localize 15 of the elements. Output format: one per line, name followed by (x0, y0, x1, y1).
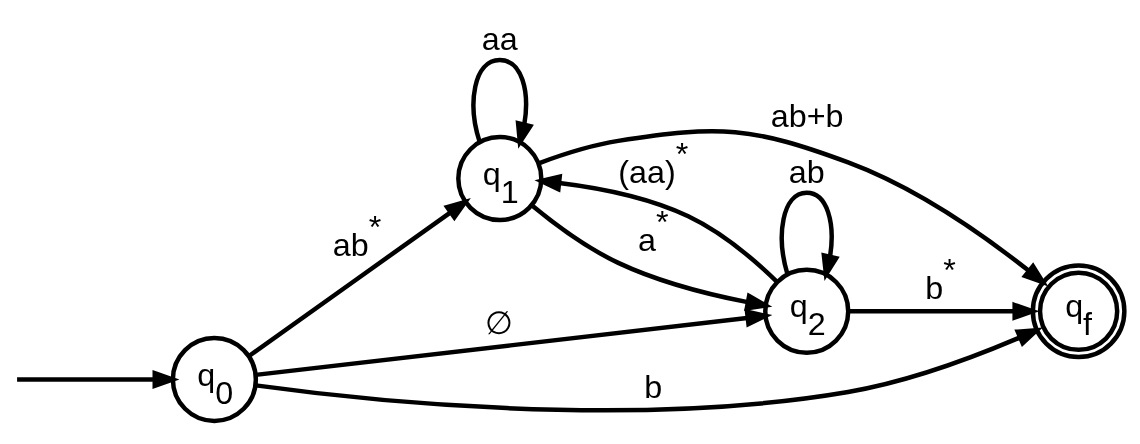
arrow (17, 369, 180, 389)
arrow (247, 197, 471, 358)
arrow (255, 308, 773, 377)
arrow (848, 301, 1040, 321)
edge-label: b (644, 368, 663, 405)
arrow (530, 203, 773, 311)
edge-label: ∅ (485, 304, 514, 341)
edge-label: ab+b (770, 97, 844, 134)
arrow (779, 190, 840, 281)
arrow (537, 128, 1049, 287)
edge-label: aa (481, 20, 518, 57)
arrow (255, 327, 1043, 412)
arrow (534, 173, 779, 283)
edge-label: ab (788, 153, 825, 190)
arrow (471, 57, 534, 149)
